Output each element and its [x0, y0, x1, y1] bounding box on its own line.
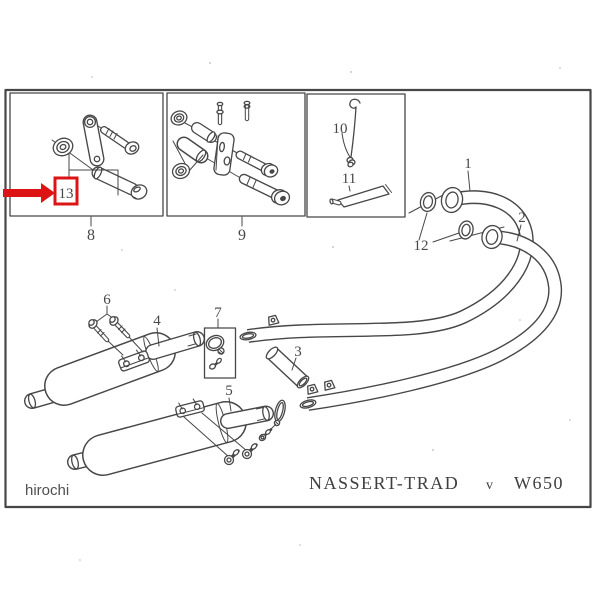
bolt-icon [100, 126, 140, 155]
highlight-annotation: 13 [3, 176, 79, 206]
part-label-2: 2 [518, 210, 526, 226]
clamp-screw-icon [258, 428, 273, 442]
mount-link-kit [51, 114, 148, 200]
rubber-damper-icon [176, 136, 209, 164]
collar-bolt-icon [91, 166, 148, 200]
inset-box-8 [9, 92, 164, 217]
caption-model: W650 [514, 473, 564, 493]
flange-nut-icon [52, 137, 74, 157]
exhaust-gasket-1 [419, 191, 437, 213]
silencer-lower [67, 398, 274, 476]
highlight-box [53, 176, 79, 206]
part-label-1: 1 [464, 156, 472, 172]
leader-line-10 [341, 132, 351, 158]
silencer-upper [24, 331, 205, 409]
flange-bolt-icon [223, 449, 240, 466]
part-label-12: 12 [414, 238, 429, 254]
part-label-10: 10 [333, 121, 348, 137]
flange-bolt-icon [241, 443, 258, 460]
part-label-13: 13 [59, 186, 74, 202]
part-label-3: 3 [294, 344, 302, 360]
highlight-arrow-icon [3, 183, 55, 203]
callout-13-lines [68, 152, 119, 196]
part-label-11: 11 [342, 171, 356, 187]
spring-coil-icon [346, 156, 356, 168]
header-pipe-1 [239, 190, 534, 343]
watermark-text: hirochi [25, 482, 69, 499]
part-label-8: 8 [87, 227, 95, 244]
bracket-hardware-kit [170, 100, 291, 206]
silencer-mount-bolts [88, 305, 144, 356]
inset-boxes: 8 9 [9, 92, 406, 244]
mount-bracket-plate-icon [213, 132, 235, 176]
part-label-5: 5 [225, 383, 233, 399]
exhaust-flange-2 [481, 224, 503, 250]
product-caption: NASSERT-TRAD v W650 [309, 473, 564, 493]
spacer-collar-icon [191, 122, 217, 143]
bracket-bolt-pair [223, 443, 258, 466]
inset-box-9 [166, 92, 306, 217]
pipe-tab-bracket [324, 379, 336, 391]
joint-sleeve [265, 346, 310, 389]
small-stud-icon [216, 101, 224, 126]
header-pipe-2 [299, 230, 563, 411]
exhaust-gasket-2 [458, 220, 474, 240]
pipe-tab-bracket [268, 314, 280, 326]
flange-bolt-icon [109, 316, 131, 339]
joint-clamp-boxed [203, 327, 237, 379]
part-label-4: 4 [153, 313, 161, 329]
flange-nut-icon [171, 162, 191, 180]
socket-bolt-icon [238, 173, 291, 206]
joint-clamp-lower [258, 399, 286, 442]
spring-hook-tool-icon [349, 98, 361, 158]
exhaust-flange-1 [440, 186, 464, 214]
hanger-link-icon [82, 114, 105, 167]
caption-brand: NASSERT-TRAD [309, 473, 459, 493]
scan-speckles [79, 62, 571, 561]
silencer-band-bracket [175, 398, 205, 418]
caption-series: v [486, 478, 493, 493]
clamp-screw-icon [208, 357, 222, 370]
socket-bolt-icon [235, 150, 279, 178]
part-label-7: 7 [214, 305, 222, 321]
sealant-tube-icon [329, 184, 392, 208]
part-label-9: 9 [238, 227, 246, 244]
leader-line-11 [348, 185, 351, 192]
callouts: 1 2 12 3 4 5 6 7 [103, 156, 526, 412]
silencer-band-bracket [118, 349, 150, 372]
flange-nut-icon [170, 110, 188, 126]
small-stud-icon [243, 100, 251, 122]
spring-hook-and-sealant: 10 11 [329, 98, 392, 208]
pipe-tab-bracket [307, 383, 319, 395]
outer-frame [4, 88, 592, 509]
inset-box-10-11 [306, 93, 406, 218]
main-assembly: 1 2 12 3 4 5 6 7 [24, 156, 563, 476]
part-label-6: 6 [103, 292, 111, 308]
flange-bolt-icon [88, 319, 110, 343]
